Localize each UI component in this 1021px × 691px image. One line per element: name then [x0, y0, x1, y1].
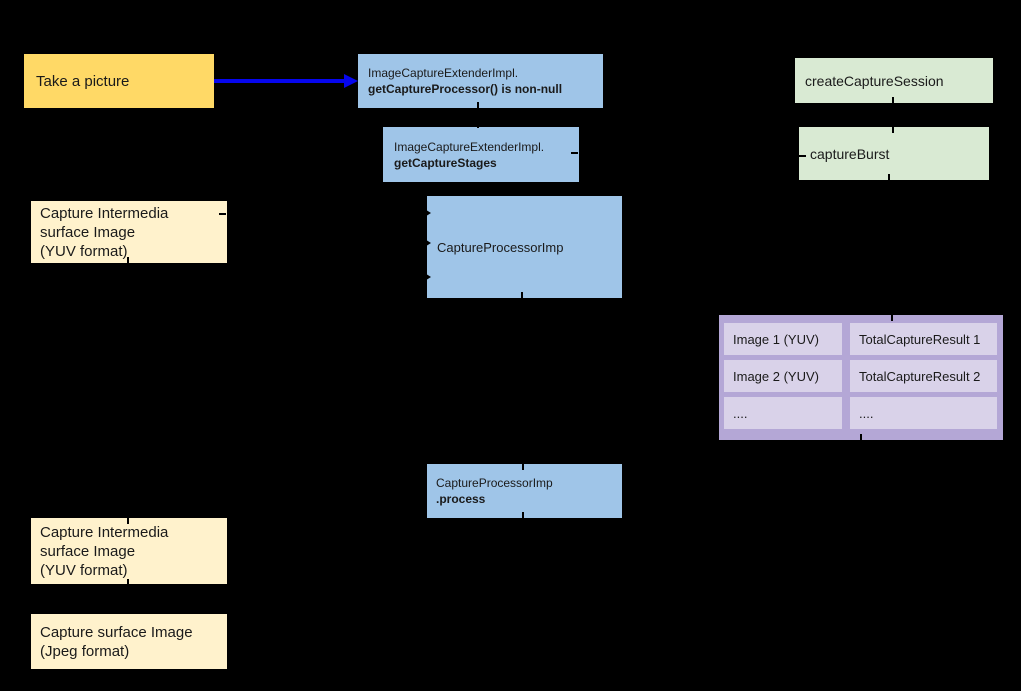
connector-tick — [522, 464, 524, 470]
capture-processor-imp-box: CaptureProcessorImp — [427, 196, 622, 298]
table-cell-image2: Image 2 (YUV) — [724, 360, 842, 392]
take-picture-label: Take a picture — [36, 72, 130, 90]
connector-tick — [571, 152, 578, 154]
connector-tick — [522, 512, 524, 518]
capture-intermedia-top-line2: surface Image — [40, 223, 136, 241]
capture-results-table: Image 1 (YUV) TotalCaptureResult 1 Image… — [719, 315, 1003, 440]
capture-intermedia-bottom-line1: Capture Intermedia — [40, 523, 169, 541]
capture-intermedia-bottom-box: Capture Intermedia surface Image (YUV fo… — [31, 518, 227, 584]
capture-burst-box: captureBurst — [799, 127, 989, 180]
table-cell-result2: TotalCaptureResult 2 — [850, 360, 997, 392]
capture-surface-jpeg-box: Capture surface Image (Jpeg format) — [31, 614, 227, 669]
connector-tick — [860, 434, 862, 440]
capture-processor-imp-label: CaptureProcessorImp — [437, 239, 564, 255]
capture-surface-jpeg-line2: (Jpeg format) — [40, 642, 130, 660]
connector-tick — [219, 213, 226, 215]
connector-tick — [127, 579, 129, 585]
table-cell-result-more: .... — [850, 397, 997, 429]
table-cell-result1: TotalCaptureResult 1 — [850, 323, 997, 355]
connector-tick — [892, 97, 894, 103]
arrowhead-icon — [423, 208, 431, 218]
capture-processor-process-box: CaptureProcessorImp .process — [427, 464, 622, 518]
table-cell-image1: Image 1 (YUV) — [724, 323, 842, 355]
capture-intermedia-top-line3: (YUV format) — [40, 242, 128, 260]
flow-arrow-line — [214, 79, 346, 83]
get-capture-stages-line2: getCaptureStages — [394, 155, 497, 170]
take-picture-box: Take a picture — [24, 54, 214, 108]
connector-tick — [891, 315, 893, 321]
arrowhead-icon — [423, 272, 431, 282]
connector-tick — [127, 518, 129, 524]
capture-burst-label: captureBurst — [810, 145, 890, 162]
capture-surface-jpeg-line1: Capture surface Image — [40, 623, 193, 641]
capture-intermedia-top-line1: Capture Intermedia — [40, 204, 169, 222]
capture-intermedia-bottom-line2: surface Image — [40, 542, 136, 560]
get-capture-processor-line2: getCaptureProcessor() is non-null — [368, 82, 563, 96]
connector-tick — [521, 292, 523, 298]
connector-tick — [892, 127, 894, 133]
create-capture-session-box: createCaptureSession — [795, 58, 993, 103]
connector-tick — [477, 102, 479, 108]
flow-arrow-head-icon — [344, 74, 358, 88]
connector-tick — [477, 122, 479, 128]
capture-processor-process-line2: .process — [436, 492, 486, 506]
get-capture-stages-line1: ImageCaptureExtenderImpl. — [394, 139, 545, 154]
capture-processor-process-line1: CaptureProcessorImp — [436, 476, 553, 490]
get-capture-processor-line1: ImageCaptureExtenderImpl. — [368, 66, 519, 80]
capture-intermedia-top-box: Capture Intermedia surface Image (YUV fo… — [31, 201, 227, 263]
get-capture-stages-box: ImageCaptureExtenderImpl. getCaptureStag… — [383, 127, 579, 182]
get-capture-processor-box: ImageCaptureExtenderImpl. getCaptureProc… — [358, 54, 603, 108]
arrowhead-icon — [423, 238, 431, 248]
capture-intermedia-bottom-line3: (YUV format) — [40, 561, 128, 579]
connector-tick — [799, 155, 806, 157]
connector-tick — [127, 257, 129, 263]
connector-tick — [888, 174, 890, 180]
table-cell-image-more: .... — [724, 397, 842, 429]
create-capture-session-label: createCaptureSession — [805, 72, 944, 89]
